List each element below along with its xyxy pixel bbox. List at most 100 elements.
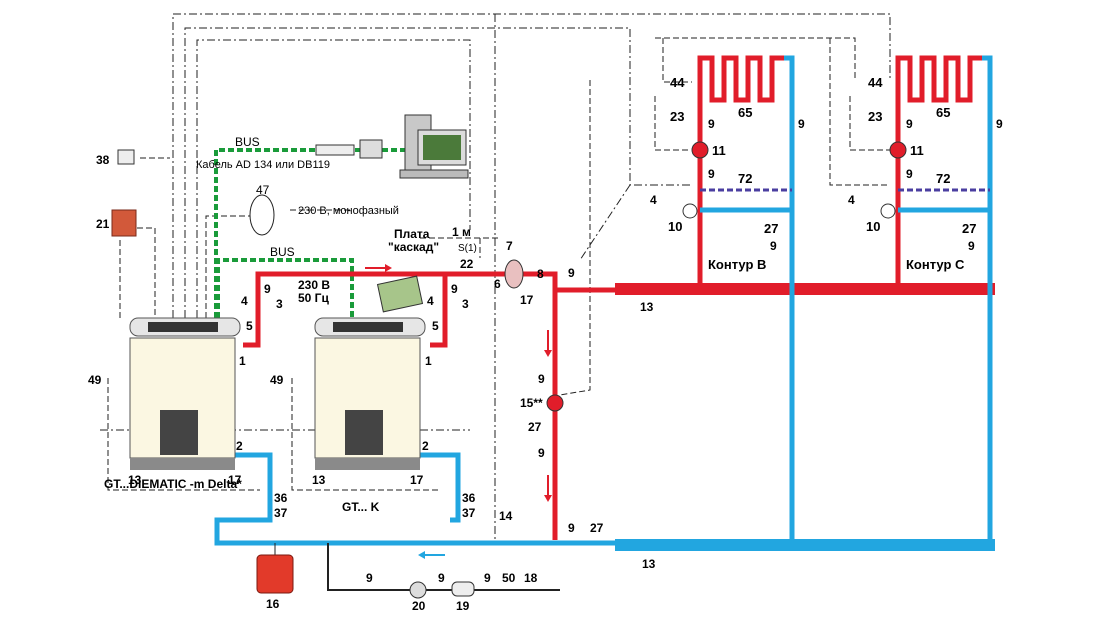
ref-9: 9 — [996, 117, 1003, 131]
ref-18: 18 — [524, 571, 538, 585]
ref-9: 9 — [968, 239, 975, 253]
mixing-valve-motor-icon — [880, 203, 896, 219]
ref-49: 49 — [88, 373, 102, 387]
ref-23: 23 — [670, 109, 685, 124]
ref-9: 9 — [708, 117, 715, 131]
ref-3: 3 — [276, 297, 283, 311]
ref-4: 4 — [650, 193, 657, 207]
ref-7: 7 — [506, 239, 513, 253]
ref-9: 9 — [906, 117, 913, 131]
ref-9: 9 — [484, 571, 491, 585]
ref-27: 27 — [590, 521, 604, 535]
ref-27: 27 — [962, 221, 977, 236]
mixing-valve-motor-icon — [682, 203, 698, 219]
ref-72: 72 — [738, 171, 753, 186]
power-mono-label: 230 В, монофазный — [298, 205, 399, 217]
ref-6: 6 — [494, 277, 501, 291]
s1-label: S(1) — [458, 243, 477, 254]
ref-13: 13 — [642, 557, 656, 571]
ref-72: 72 — [936, 171, 951, 186]
ref-65: 65 — [936, 105, 951, 120]
filter-icon — [451, 581, 475, 597]
return-pipes — [214, 55, 995, 551]
ref-11: 11 — [712, 143, 726, 158]
ref-37: 37 — [462, 506, 476, 520]
power-supply-icon — [249, 194, 275, 236]
ref-9: 9 — [708, 167, 715, 181]
ref-23: 23 — [868, 109, 883, 124]
ref-37: 37 — [274, 506, 288, 520]
ref-9: 9 — [568, 521, 575, 535]
ref-27: 27 — [528, 420, 542, 434]
ref-4: 4 — [241, 294, 248, 308]
ref-5: 5 — [246, 319, 253, 333]
ref-27: 27 — [764, 221, 779, 236]
ref-13: 13 — [128, 473, 142, 487]
boiler-1-name: GT...DIEMATIC -m Delta* — [104, 477, 242, 491]
ref-9: 9 — [538, 446, 545, 460]
cascade-board-icon — [376, 275, 424, 313]
expansion-tank-icon — [256, 554, 294, 594]
water-meter-icon — [409, 581, 427, 599]
ref-4: 4 — [427, 294, 434, 308]
outdoor-sensor-icon — [111, 209, 137, 237]
ref-47: 47 — [256, 183, 270, 197]
plate-label: Плата — [394, 227, 430, 241]
ref-2: 2 — [422, 439, 429, 453]
ref-49: 49 — [270, 373, 284, 387]
ref-44: 44 — [868, 75, 883, 90]
ref-9: 9 — [906, 167, 913, 181]
phone-icon — [359, 139, 383, 159]
ref-13: 13 — [640, 300, 654, 314]
bus-label-top: BUS — [235, 135, 260, 149]
ref-17: 17 — [410, 473, 424, 487]
ref-38: 38 — [96, 153, 110, 167]
power-50hz-label: 50 Гц — [298, 291, 329, 305]
ref-20: 20 — [412, 599, 426, 613]
boiler-1 — [129, 317, 241, 470]
ref-50: 50 — [502, 571, 516, 585]
ref-3: 3 — [462, 297, 469, 311]
ref-4: 4 — [848, 193, 855, 207]
ref-2: 2 — [236, 439, 243, 453]
pump-icon — [889, 141, 907, 159]
ref-9: 9 — [770, 239, 777, 253]
plate-label-2: "каскад" — [388, 240, 440, 254]
ref-16: 16 — [266, 597, 280, 611]
ref-1: 1 — [239, 354, 246, 368]
boiler-2-name: GT... K — [342, 500, 380, 514]
ref-14: 14 — [499, 509, 513, 523]
ref-13: 13 — [312, 473, 326, 487]
computer-icon — [399, 114, 469, 179]
bus-label-mid: BUS — [270, 245, 295, 259]
supply-pipes — [243, 55, 995, 540]
ref-1: 1 — [425, 354, 432, 368]
circuit-b-label: Контур B — [708, 257, 767, 272]
ref-44: 44 — [670, 75, 685, 90]
power-230-label: 230 В — [298, 278, 331, 292]
ref-21: 21 — [96, 217, 110, 231]
ref-19: 19 — [456, 599, 470, 613]
ref-36: 36 — [462, 491, 476, 505]
ref-9: 9 — [798, 117, 805, 131]
circuit-c-label: Контур C — [906, 257, 965, 272]
ref-10: 10 — [668, 219, 683, 234]
ref-9: 9 — [451, 282, 458, 296]
room-sensor-icon — [117, 149, 135, 165]
ref-15: 15** — [520, 396, 543, 410]
fill-line — [274, 543, 560, 591]
ref-9: 9 — [438, 571, 445, 585]
distance-label: 1 м — [452, 225, 471, 239]
ref-10: 10 — [866, 219, 881, 234]
ref-5: 5 — [432, 319, 439, 333]
pump-icon — [546, 394, 564, 412]
bus-interface-box — [315, 144, 355, 156]
cable-label: Кабель AD 134 или DB119 — [196, 159, 330, 171]
ref-11: 11 — [910, 143, 924, 158]
ref-9: 9 — [264, 282, 271, 296]
ref-8: 8 — [537, 267, 544, 281]
ref-65: 65 — [738, 105, 753, 120]
pump-icon — [691, 141, 709, 159]
boiler-2 — [314, 317, 426, 470]
